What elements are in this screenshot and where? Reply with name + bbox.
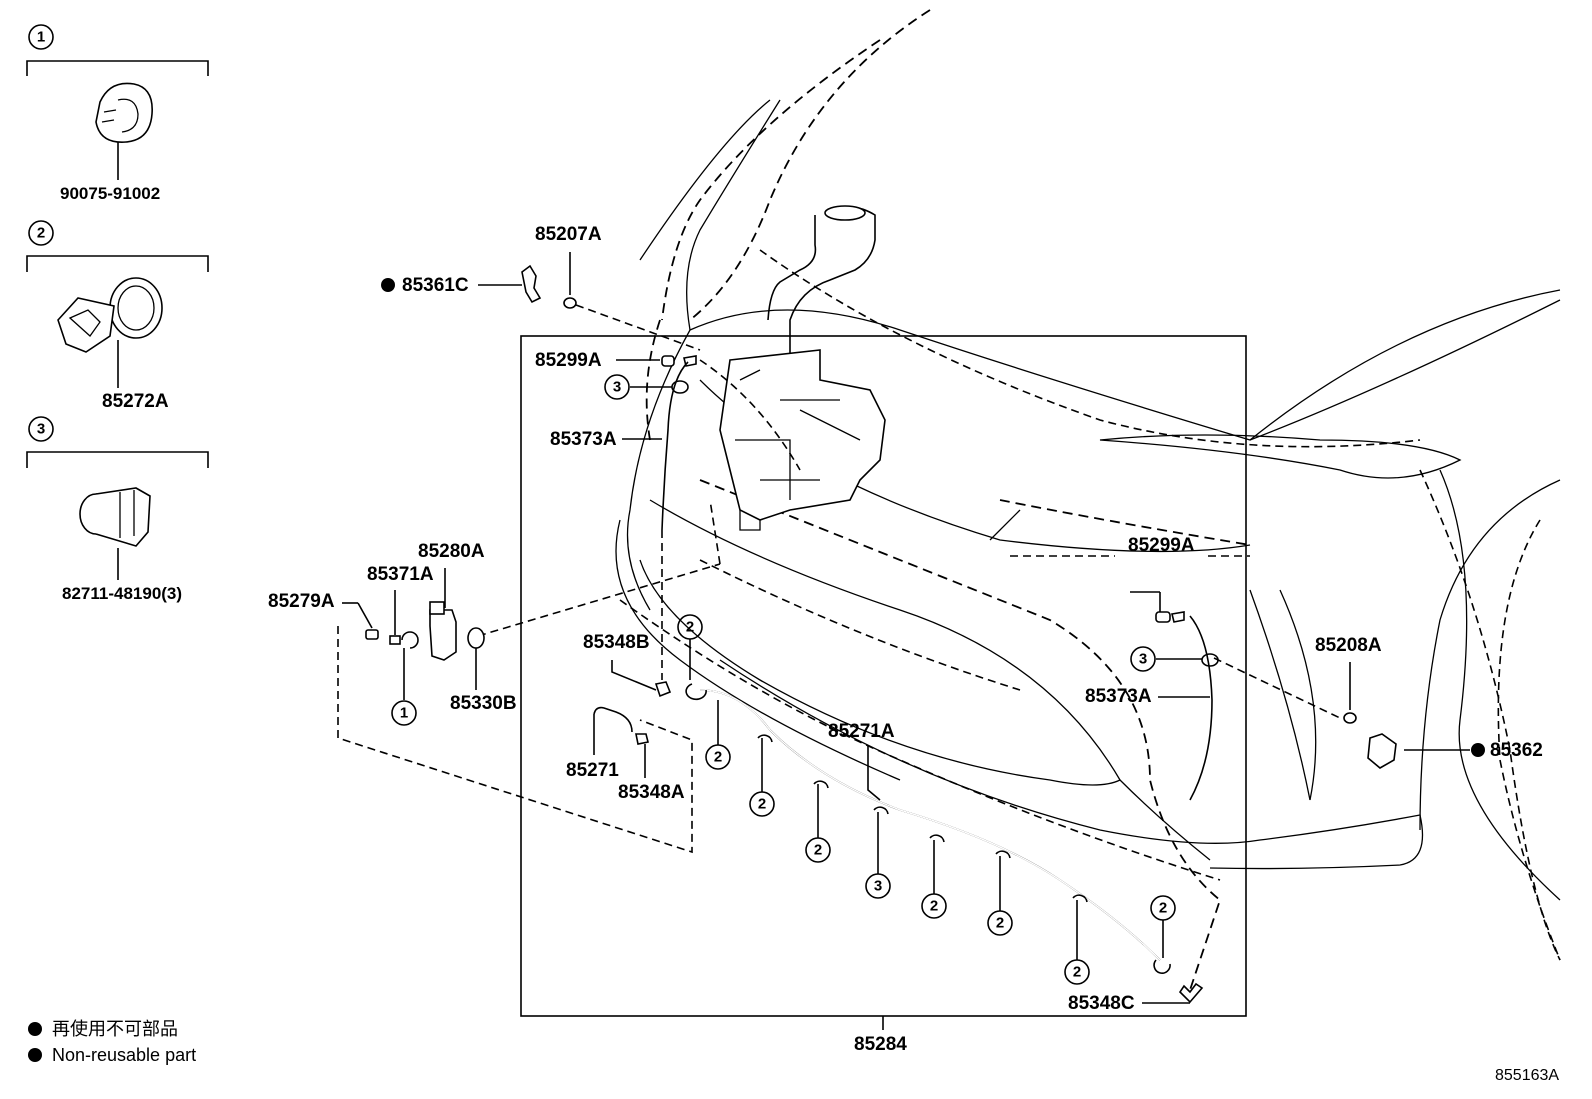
inset-clamp-3-part: 82711-48190(3)	[62, 584, 182, 603]
hose-85373A-left: 3 85373A	[550, 361, 689, 680]
part-label-85279A: 85279A	[268, 591, 335, 612]
part-label-85299A-top: 85299A	[535, 350, 602, 371]
part-label-85271A: 85271A	[828, 721, 895, 742]
clamp-callout-1: 1	[391, 648, 417, 726]
callout-3-left-top: 3	[613, 379, 621, 396]
part-label-85280A: 85280A	[418, 541, 485, 562]
part-label-85348A: 85348A	[618, 782, 685, 803]
hose-85271: 85271	[566, 706, 633, 781]
part-label-85299A-right: 85299A	[1128, 535, 1195, 556]
inset-clamp-1: 1 90075-91002	[26, 24, 209, 203]
joint-85299A-top: 85299A	[535, 350, 801, 471]
callout-3-hose: 3	[874, 878, 882, 895]
part-label-85348C: 85348C	[1068, 993, 1135, 1014]
inset-clamp-2: 2 85272A	[26, 220, 209, 412]
callout-2-f: 2	[996, 915, 1004, 932]
callout-2-d: 2	[814, 842, 822, 859]
legend-en: Non-reusable part	[52, 1045, 196, 1065]
inset-clamp-2-index: 2	[37, 225, 45, 242]
legend: 再使用不可部品 Non-reusable part	[28, 1019, 196, 1065]
part-label-85208A: 85208A	[1315, 635, 1382, 656]
inset-clamp-2-part: 85272A	[102, 391, 169, 412]
part-label-85207A: 85207A	[535, 224, 602, 245]
callout-2-b: 2	[714, 749, 722, 766]
connector-85348C: 85348C	[1068, 982, 1204, 1014]
callout-3-right: 3	[1139, 651, 1147, 668]
legend-jp: 再使用不可部品	[52, 1019, 178, 1039]
callout-2-e: 2	[930, 898, 938, 915]
callout-2-c: 2	[758, 796, 766, 813]
inset-clamp-1-part: 90075-91002	[60, 184, 160, 203]
pump-85280A: 85280A	[418, 499, 721, 661]
part-label-85284: 85284	[854, 1034, 907, 1055]
callout-2-a: 2	[686, 619, 694, 636]
hose-85373A-right: 3 85373A	[1085, 615, 1341, 801]
grommet-85371A: 85371A	[367, 564, 434, 649]
callout-2-h: 2	[1159, 900, 1167, 917]
part-label-85373A-left: 85373A	[550, 429, 617, 450]
part-label-85362: 85362	[1490, 740, 1543, 761]
part-label-85330B: 85330B	[450, 693, 517, 714]
callout-1-pump: 1	[400, 705, 408, 722]
part-label-85373A-right: 85373A	[1085, 686, 1152, 707]
part-label-85361C: 85361C	[402, 275, 469, 296]
part-label-85371A: 85371A	[367, 564, 434, 585]
callout-2-g: 2	[1073, 964, 1081, 981]
bracket-85362: 85362	[1367, 733, 1543, 769]
joint-85299A-right: 85299A	[1010, 535, 1250, 623]
inset-clamp-3-index: 3	[37, 421, 45, 438]
washer-tank	[719, 205, 886, 531]
part-label-85348B: 85348B	[583, 632, 650, 653]
connector-85348A: 85348A	[618, 733, 685, 803]
connector-85348B: 85348B	[583, 632, 672, 698]
nozzle-85208A: 85208A	[1315, 635, 1382, 724]
diagram-id: 855163A	[1495, 1067, 1559, 1084]
hose-85279A: 85279A	[268, 591, 379, 640]
bracket-85361C: 85361C	[381, 264, 542, 304]
inset-clamp-3: 3 82711-48190(3)	[26, 416, 209, 603]
hose-85271A: 85271A	[699, 689, 1161, 961]
inset-clamp-1-index: 1	[37, 29, 45, 46]
nozzle-85207A: 85207A	[535, 224, 701, 351]
seal-85330B: 85330B	[450, 627, 517, 714]
hose-clamp-callouts: 2 2 2 2 3 2 2 2 2	[677, 614, 1176, 985]
part-label-85271: 85271	[566, 760, 619, 781]
